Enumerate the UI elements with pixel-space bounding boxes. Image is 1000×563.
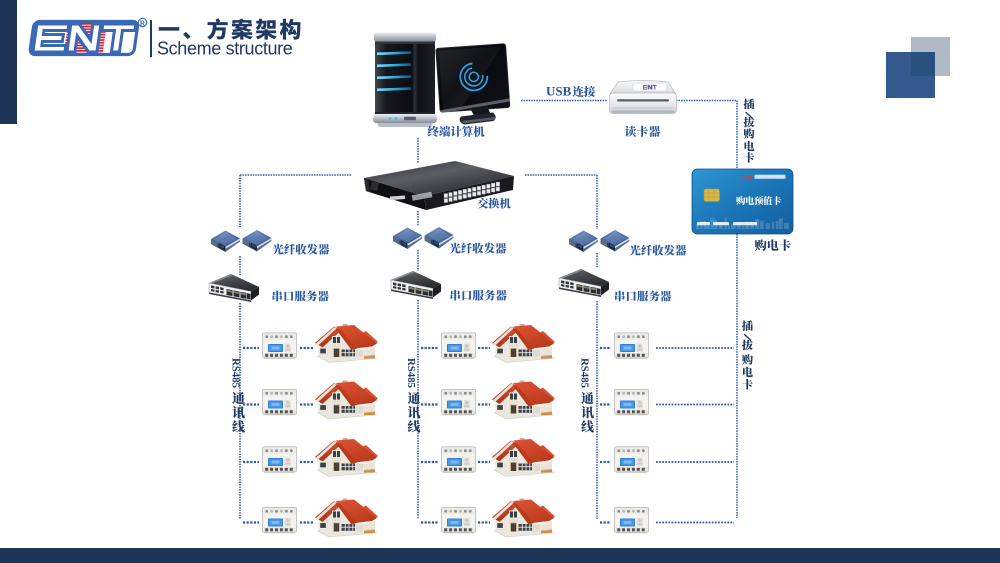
svg-text:ENT: ENT <box>643 84 658 91</box>
svg-text:ENT: ENT <box>741 175 753 181</box>
svg-text:RS485: RS485 <box>579 358 591 388</box>
svg-text:RS485: RS485 <box>405 358 417 388</box>
svg-text:USB: USB <box>546 84 572 99</box>
svg-text:Scheme structure: Scheme structure <box>157 39 293 59</box>
svg-text:RS485: RS485 <box>230 358 242 388</box>
svg-text:R: R <box>140 19 146 28</box>
